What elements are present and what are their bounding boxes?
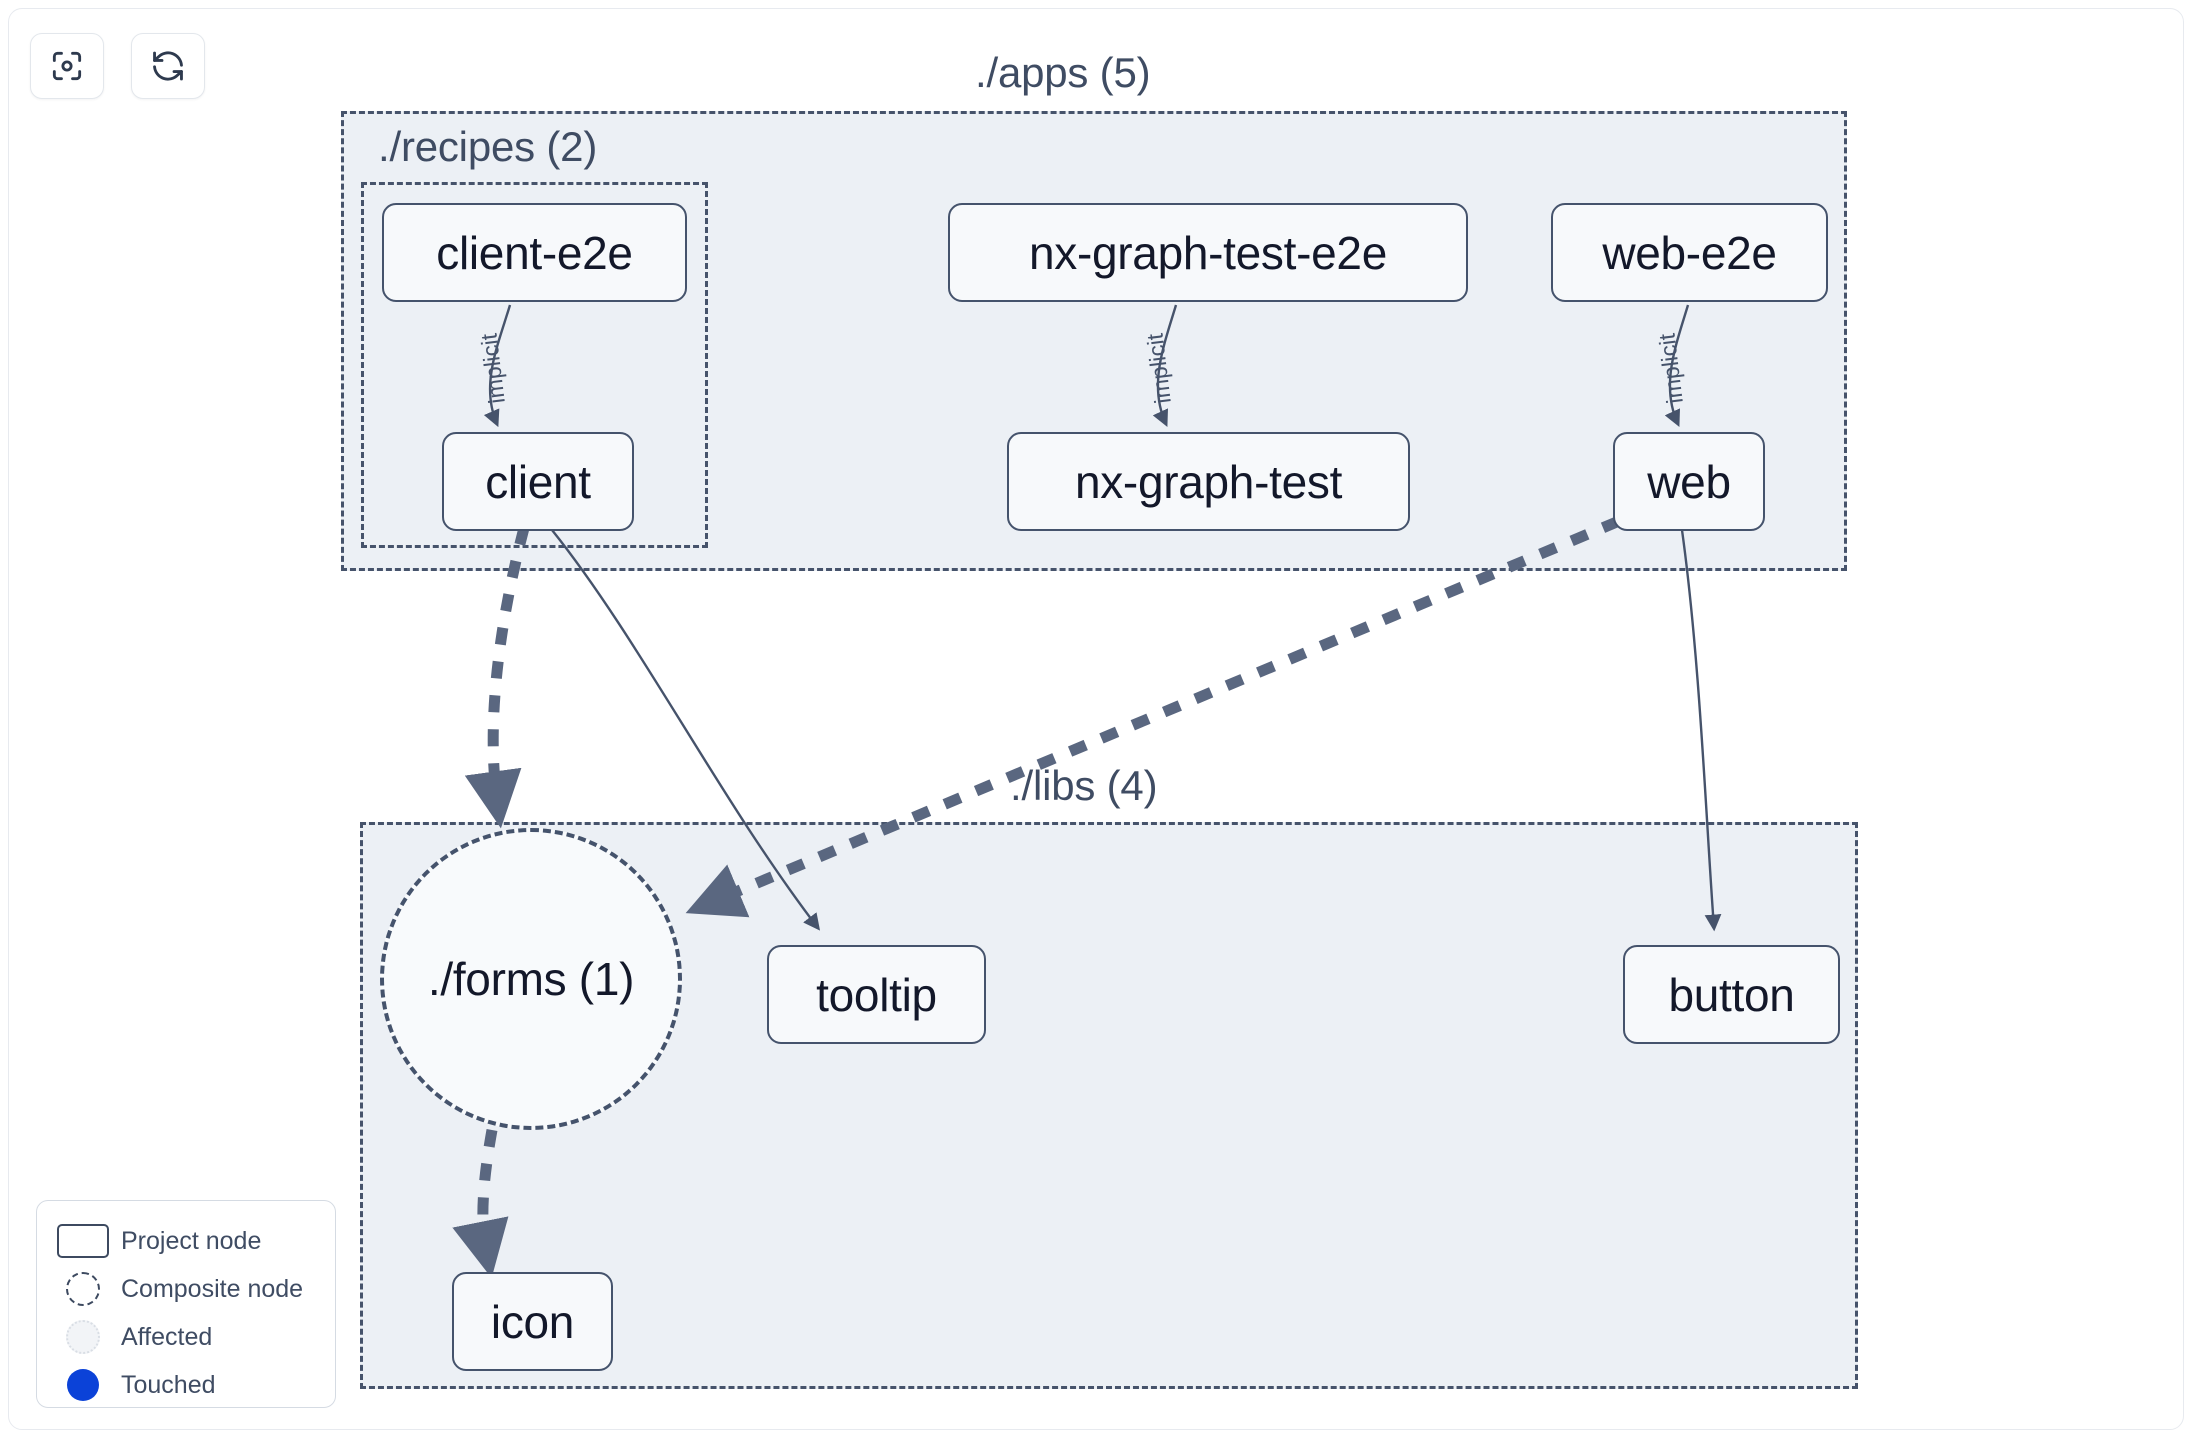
group-apps-label: ./apps (5)	[975, 49, 1151, 96]
composite-node-swatch	[55, 1271, 111, 1307]
touched-swatch	[55, 1367, 111, 1403]
node-nx-graph-test[interactable]: nx-graph-test	[1007, 432, 1410, 531]
legend-item-project-node: Project node	[55, 1217, 317, 1265]
node-web[interactable]: web	[1613, 432, 1765, 531]
node-nx-graph-test-label: nx-graph-test	[1074, 455, 1343, 508]
legend-label-touched: Touched	[121, 1370, 216, 1399]
graph-legend: Project node Composite node Affected Tou…	[36, 1200, 336, 1408]
node-tooltip-label: tooltip	[816, 968, 937, 1021]
node-icon-label: icon	[490, 1295, 575, 1348]
node-tooltip[interactable]: tooltip	[767, 945, 986, 1044]
group-recipes-label: ./recipes (2)	[378, 123, 598, 170]
refresh-graph-button[interactable]	[131, 33, 205, 99]
node-client-e2e-label: client-e2e	[436, 226, 633, 279]
legend-label-composite-node: Composite node	[121, 1274, 304, 1303]
legend-item-affected: Affected	[55, 1313, 317, 1361]
node-nx-graph-test-e2e[interactable]: nx-graph-test-e2e	[948, 203, 1468, 302]
node-forms-label: ./forms (1)	[427, 953, 635, 1005]
affected-swatch	[55, 1319, 111, 1355]
focus-graph-button[interactable]	[30, 33, 104, 99]
node-forms-composite[interactable]: ./forms (1)	[380, 828, 682, 1130]
node-client-label: client	[485, 455, 591, 508]
node-web-e2e-label: web-e2e	[1602, 226, 1777, 279]
node-nx-graph-test-e2e-label: nx-graph-test-e2e	[1029, 226, 1387, 279]
node-button-label: button	[1668, 968, 1795, 1021]
node-button[interactable]: button	[1623, 945, 1840, 1044]
group-libs-label: ./libs (4)	[1010, 762, 1158, 809]
node-icon[interactable]: icon	[452, 1272, 613, 1371]
node-web-e2e[interactable]: web-e2e	[1551, 203, 1828, 302]
legend-item-touched: Touched	[55, 1361, 317, 1409]
project-node-swatch	[55, 1223, 111, 1259]
focus-icon	[48, 47, 86, 85]
node-client[interactable]: client	[442, 432, 634, 531]
legend-label-project-node: Project node	[121, 1226, 262, 1255]
legend-item-composite-node: Composite node	[55, 1265, 317, 1313]
node-client-e2e[interactable]: client-e2e	[382, 203, 687, 302]
node-web-label: web	[1647, 455, 1731, 508]
legend-label-affected: Affected	[121, 1322, 213, 1351]
refresh-icon	[149, 47, 187, 85]
